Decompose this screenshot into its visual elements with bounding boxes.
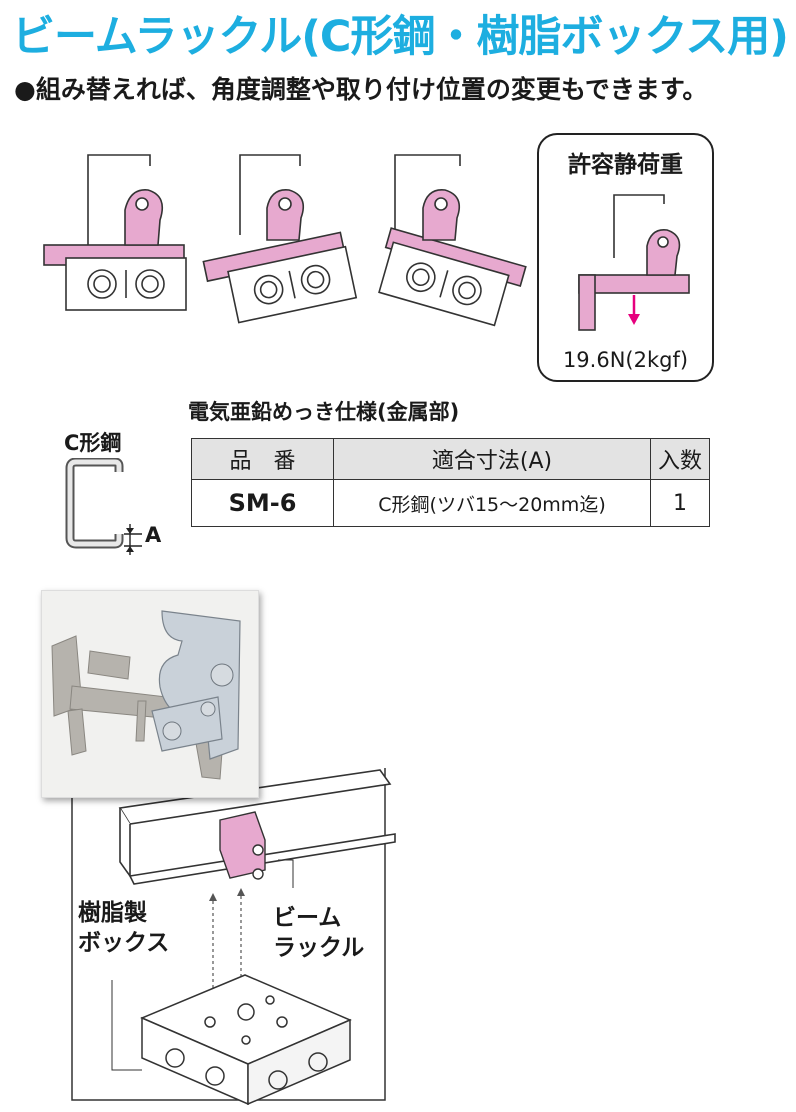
- variation-tilted-left: [202, 154, 358, 324]
- spec-caption: 電気亜鉛めっき仕様(金属部): [188, 400, 460, 424]
- allowable-load-value: 19.6N(2kgf): [562, 348, 689, 372]
- allowable-load-title: 許容静荷重: [568, 152, 683, 178]
- resin-box-label: 樹脂製 ボックス: [78, 898, 169, 958]
- cell-model: SM-6: [191, 479, 334, 527]
- variation-straight: [43, 154, 187, 311]
- resin-box-label-line1: 樹脂製: [78, 900, 147, 926]
- spec-table: 品 番 適合寸法(A) 入数 SM-6 C形鋼(ツバ15～20mm迄) 1: [191, 438, 710, 527]
- c-channel-cross-section-icon: [65, 458, 142, 555]
- beam-rackle-label-line1: ビーム: [273, 905, 342, 931]
- dimension-a-label: A: [145, 523, 162, 547]
- variation-tilted-right: [378, 154, 527, 327]
- feature-note: ●組み替えれば、角度調整や取り付け位置の変更もできます。: [14, 75, 708, 104]
- table-row: SM-6 C形鋼(ツバ15～20mm迄) 1: [191, 479, 710, 527]
- beam-rackle-part: [219, 811, 266, 880]
- product-photo: [41, 590, 259, 798]
- product-photo-illustration: [51, 610, 241, 780]
- c-channel-label: C形鋼: [64, 431, 122, 455]
- beam-rackle-label: ビーム ラックル: [273, 903, 364, 963]
- page-title: ビームラックル(C形鋼・樹脂ボックス用): [12, 12, 789, 62]
- header-dimension: 適合寸法(A): [333, 438, 651, 480]
- allowable-load-box: 許容静荷重 19.6N(2kgf): [537, 133, 714, 382]
- resin-box-label-line2: ボックス: [78, 930, 170, 956]
- header-quantity: 入数: [650, 438, 710, 480]
- bolt-icon: [162, 663, 234, 741]
- beam-rackle-label-line2: ラックル: [273, 935, 365, 961]
- spec-table-header: 品 番 適合寸法(A) 入数: [191, 438, 710, 480]
- cell-dimension: C形鋼(ツバ15～20mm迄): [333, 479, 651, 527]
- resin-box: [140, 974, 352, 1105]
- angle-variations-illustration: [43, 154, 527, 327]
- load-arrow-icon: [628, 295, 640, 325]
- load-diagram: [578, 194, 690, 331]
- header-model: 品 番: [191, 438, 334, 480]
- cell-quantity: 1: [650, 479, 710, 527]
